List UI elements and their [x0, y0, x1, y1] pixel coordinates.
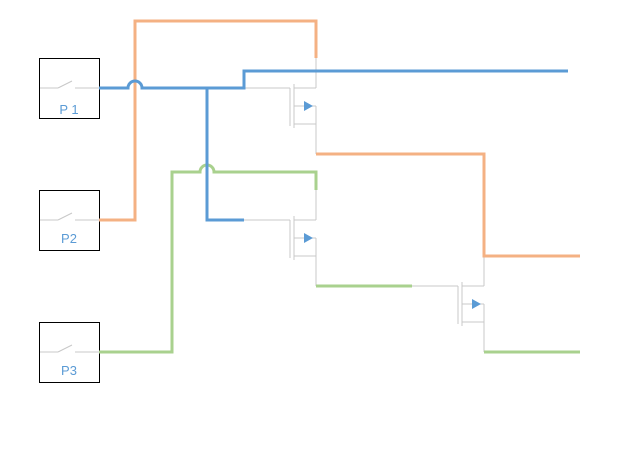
transistor-t1-arrow-icon: [304, 101, 313, 111]
switch-p3: P3: [39, 322, 100, 383]
wire-p1-to-t2-gate: [205, 88, 244, 222]
switch-p3-blade: [57, 344, 73, 353]
transistor-t2-arrow-icon: [304, 233, 313, 243]
transistor-t3: [412, 256, 485, 352]
switch-p3-label: P3: [61, 363, 77, 378]
wire-p2-to-t1-drain: [99, 19, 318, 222]
switch-p2: P2: [39, 190, 100, 251]
switch-p1: P 1: [39, 58, 100, 119]
transistor-t3-arrow-icon: [472, 299, 481, 309]
wire-t1-source-to-output: [316, 152, 580, 258]
transistor-t2: [244, 190, 317, 286]
wire-p1-main: [99, 69, 568, 90]
transistor-t1: [244, 58, 317, 154]
switch-p2-blade: [57, 212, 73, 221]
switch-p1-label: P 1: [59, 102, 78, 117]
switch-p2-label: P2: [61, 231, 77, 246]
switch-p1-blade: [57, 80, 73, 89]
